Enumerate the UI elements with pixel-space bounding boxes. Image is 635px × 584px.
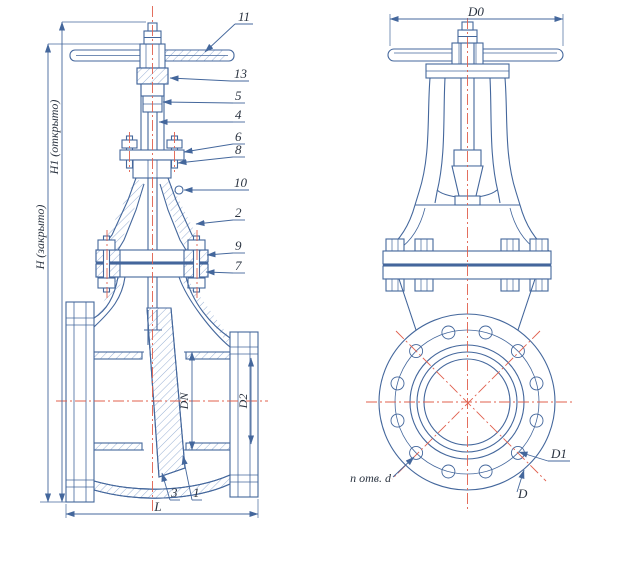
dim-d0: D0 <box>467 4 484 19</box>
callout-8: 8 <box>235 142 242 157</box>
yoke-columns <box>140 84 165 150</box>
callout-leaders <box>158 23 253 501</box>
dim-holes: n отв. d <box>350 471 392 485</box>
body-transition <box>398 278 536 331</box>
dim-d2: D2 <box>236 394 250 410</box>
gate-wedge <box>144 307 186 478</box>
length-dimension <box>65 499 259 518</box>
height-dimensions <box>40 21 146 503</box>
bolt-holes <box>390 325 544 479</box>
annotation-lines <box>40 14 570 518</box>
callout-10: 10 <box>234 175 248 190</box>
callout-4: 4 <box>235 107 242 122</box>
gland-bolt-pivot <box>174 185 184 195</box>
bonnet-flange-joint <box>95 235 209 293</box>
dim-l: L <box>153 499 161 514</box>
callout-2: 2 <box>235 205 242 220</box>
labels: 11 13 5 4 6 8 10 2 9 7 3 1 H1 (открыто) … <box>33 4 567 514</box>
callout-13: 13 <box>234 66 248 81</box>
bonnet <box>99 177 205 251</box>
pipe-flange-right <box>229 331 259 498</box>
dim-h1-open: H1 (открыто) <box>47 100 61 176</box>
flange-joint-front <box>382 238 552 292</box>
callout-7: 7 <box>235 258 242 273</box>
pipe-flange-left <box>65 301 95 503</box>
stuffing-box <box>132 159 172 179</box>
dim-h-closed: H (закрыто) <box>33 205 47 271</box>
dim-dn: DN <box>177 392 191 411</box>
dim-d: D <box>517 486 528 501</box>
callout-9: 9 <box>235 238 242 253</box>
dim-d1: D1 <box>550 446 567 461</box>
bore-dimensions <box>188 351 255 451</box>
left-view <box>65 22 259 503</box>
callout-3: 3 <box>170 485 178 500</box>
body-neck <box>93 276 231 348</box>
callout-5: 5 <box>235 88 242 103</box>
diagonal-centerline-2 <box>391 330 541 480</box>
flange-stud-left <box>102 235 111 293</box>
callout-11: 11 <box>238 9 250 24</box>
d0-dimension <box>389 14 564 46</box>
callout-1: 1 <box>193 485 200 500</box>
callout-6: 6 <box>235 129 242 144</box>
right-leaders <box>392 451 570 493</box>
